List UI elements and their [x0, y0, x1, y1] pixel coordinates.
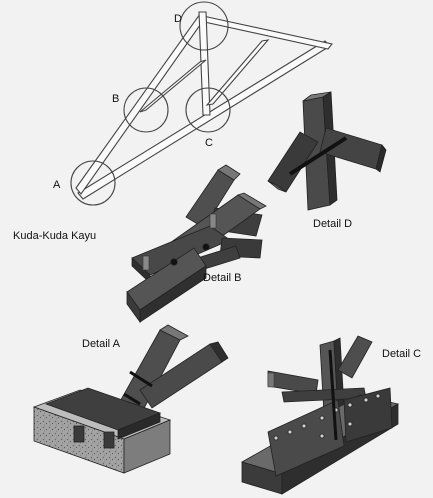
truss-caption: Kuda-Kuda Kayu — [13, 230, 97, 242]
detail-c-drawing — [240, 335, 400, 495]
truss-king-post — [198, 11, 211, 116]
detail-b-drawing — [126, 164, 267, 324]
detail-circle-d — [179, 1, 229, 51]
truss-strut-b — [139, 59, 207, 113]
truss-label-b: B — [112, 93, 120, 105]
detail-c-title: Detail C — [382, 348, 422, 360]
truss-label-d: D — [174, 13, 182, 25]
truss-drawing — [70, 1, 333, 206]
detail-d-drawing — [267, 91, 387, 211]
detail-a-title: Detail A — [82, 338, 120, 350]
truss-strut-c — [205, 39, 270, 106]
detail-circle-a — [70, 160, 116, 206]
detail-circle-b — [123, 87, 169, 133]
truss-label-a: A — [53, 179, 61, 191]
detail-b-title: Detail B — [203, 272, 242, 284]
detail-a-drawing — [32, 324, 229, 474]
detail-d-title: Detail D — [313, 218, 353, 230]
detail-circle-c — [185, 87, 231, 133]
truss-label-c: C — [205, 137, 213, 149]
